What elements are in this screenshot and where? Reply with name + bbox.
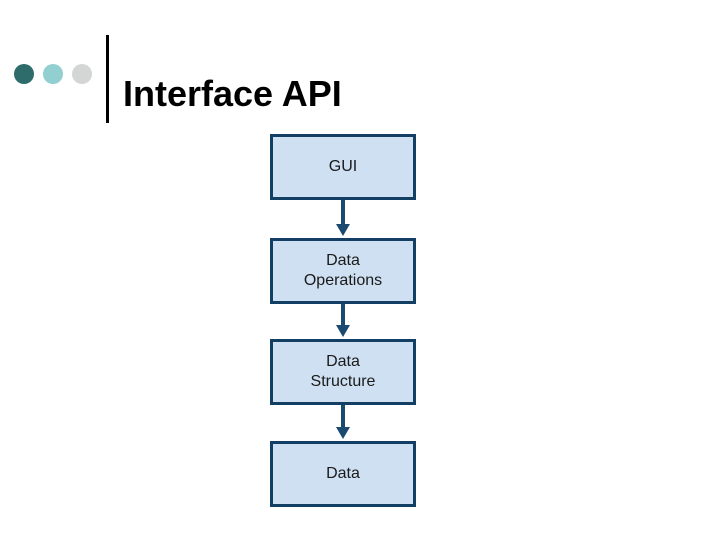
flow-arrow-data-operations-to-data-structure xyxy=(336,304,350,339)
arrow-shaft xyxy=(341,304,345,328)
flow-node-data-operations[interactable]: Data Operations xyxy=(270,238,416,304)
arrow-head-down-icon xyxy=(336,427,350,439)
flow-node-gui-label: GUI xyxy=(328,158,358,175)
arrow-head-down-icon xyxy=(336,224,350,236)
flow-node-gui[interactable]: GUI xyxy=(270,134,416,200)
decorative-dots-group xyxy=(14,64,98,86)
flow-node-data-structure[interactable]: Data Structure xyxy=(270,339,416,405)
flow-node-data[interactable]: Data xyxy=(270,441,416,507)
arrow-head-down-icon xyxy=(336,325,350,337)
flow-arrow-data-structure-to-data xyxy=(336,405,350,441)
arrow-shaft xyxy=(341,405,345,430)
dot-light-teal-icon xyxy=(43,64,63,84)
dot-gray-icon xyxy=(72,64,92,84)
flow-node-data-operations-label: Data Operations xyxy=(303,252,383,289)
flow-node-data-label: Data xyxy=(326,465,360,482)
page-title: Interface API xyxy=(123,73,342,115)
arrow-shaft xyxy=(341,200,345,227)
flow-node-data-structure-label: Data Structure xyxy=(310,353,376,390)
flow-diagram: GUI Data Operations Data Structure Data xyxy=(268,134,418,509)
slide-header: Interface API xyxy=(0,0,720,130)
title-divider xyxy=(106,35,109,123)
dot-dark-teal-icon xyxy=(14,64,34,84)
flow-arrow-gui-to-data-operations xyxy=(336,200,350,238)
